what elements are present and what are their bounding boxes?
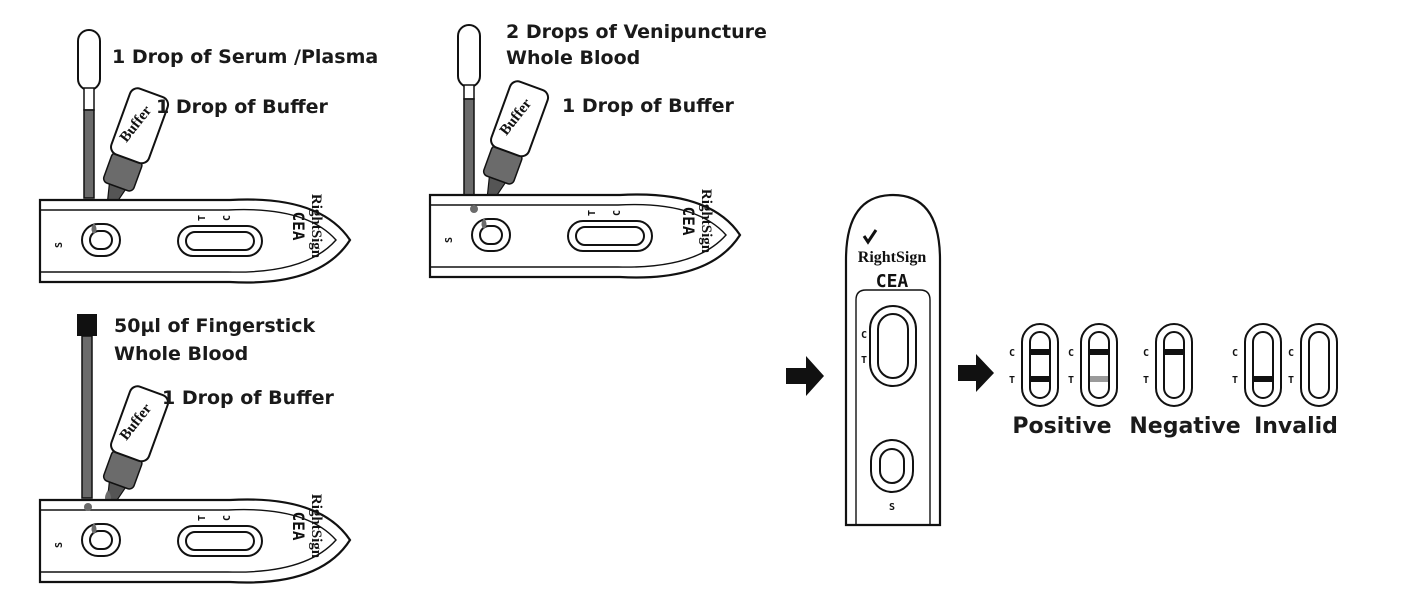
result-label-positive: Positive: [1012, 414, 1111, 439]
result-window-negative: CT: [1143, 323, 1193, 407]
sample-drop-icon: [481, 218, 487, 229]
product-name: CEA: [289, 512, 308, 541]
test-line-label: T: [197, 515, 208, 521]
test-line-label: T: [1009, 375, 1015, 386]
panel-fingerstick: Buffer S T C RightSign CEA 50µl of Finge…: [38, 314, 352, 584]
arrow-right-icon: [958, 354, 994, 392]
sample-well-label: S: [54, 542, 65, 548]
test-cassette: S T C RightSign CEA: [428, 189, 742, 279]
result-window-positive-strong: CT: [1009, 323, 1059, 407]
test-cassette: S T C RightSign CEA: [38, 494, 352, 584]
control-line-label: C: [1288, 348, 1294, 359]
result-label-negative: Negative: [1129, 414, 1240, 439]
vertical-test-cassette: RightSign CEA C T S: [844, 193, 942, 527]
buffer-instruction: 1 Drop of Buffer: [562, 95, 734, 117]
test-band: [1254, 376, 1272, 382]
control-line-label: C: [612, 210, 623, 216]
control-line-label: C: [1232, 348, 1238, 359]
control-line-label: C: [222, 515, 233, 521]
buffer-bottle-icon: Buffer: [91, 85, 172, 212]
checkmark-icon: [862, 229, 878, 245]
brand-logo: RightSign: [698, 189, 714, 254]
brand-logo: RightSign: [858, 249, 927, 266]
control-band: [1165, 349, 1183, 355]
control-band: [1031, 349, 1049, 355]
capillary-tube-icon: [77, 314, 97, 499]
test-line-label: T: [1232, 375, 1238, 386]
sample-drop-icon: [84, 503, 92, 511]
sample-instruction-line1: 2 Drops of Venipuncture: [506, 21, 767, 43]
test-cassette: S T C RightSign CEA: [38, 194, 352, 284]
control-line-label: C: [1143, 348, 1149, 359]
buffer-bottle-icon: Buffer: [91, 383, 172, 510]
test-band: [1031, 376, 1049, 382]
sample-drop-icon: [91, 223, 97, 234]
control-line-label: C: [222, 215, 233, 221]
dropper-pipette-icon: [77, 29, 101, 199]
test-line-label: T: [861, 355, 867, 366]
sample-instruction-line2: Whole Blood: [114, 343, 248, 365]
control-band: [1090, 349, 1108, 355]
test-line-label: T: [587, 210, 598, 216]
panel-serum-plasma: Buffer S T C RightSign CEA 1 Drop of Ser…: [38, 29, 378, 284]
sample-well-label: S: [54, 242, 65, 248]
result-window-invalid: CT: [1288, 323, 1338, 407]
control-line-label: C: [1009, 348, 1015, 359]
control-line-label: C: [1068, 348, 1074, 359]
sample-well-label: S: [444, 237, 455, 243]
test-line-label: T: [1143, 375, 1149, 386]
sample-drop-icon: [470, 205, 478, 213]
sample-instruction-line1: 50µl of Fingerstick: [114, 315, 316, 337]
brand-logo: RightSign: [308, 194, 324, 259]
result-window-invalid: CT: [1232, 323, 1282, 407]
sample-instruction: 1 Drop of Serum /Plasma: [112, 46, 378, 68]
dropper-pipette-icon: [457, 24, 481, 196]
product-name: CEA: [679, 207, 698, 236]
buffer-instruction: 1 Drop of Buffer: [156, 96, 328, 118]
panel-venipuncture: Buffer S T C RightSign CEA 2 Drops of Ve…: [428, 21, 767, 279]
buffer-bottle-icon: Buffer: [471, 78, 552, 205]
product-name: CEA: [289, 212, 308, 241]
control-line-label: C: [861, 330, 867, 341]
test-band: [1090, 376, 1108, 382]
result-label-invalid: Invalid: [1254, 414, 1338, 439]
buffer-instruction: 1 Drop of Buffer: [162, 387, 334, 409]
arrow-right-icon: [786, 356, 824, 396]
result-window-positive-weak: CT: [1068, 323, 1118, 407]
product-name: CEA: [876, 271, 909, 292]
test-line-label: T: [197, 215, 208, 221]
test-line-label: T: [1288, 375, 1294, 386]
sample-drop-icon: [91, 523, 97, 534]
sample-well-label: S: [889, 502, 895, 513]
test-line-label: T: [1068, 375, 1074, 386]
brand-logo: RightSign: [308, 494, 324, 559]
sample-instruction-line2: Whole Blood: [506, 47, 640, 69]
